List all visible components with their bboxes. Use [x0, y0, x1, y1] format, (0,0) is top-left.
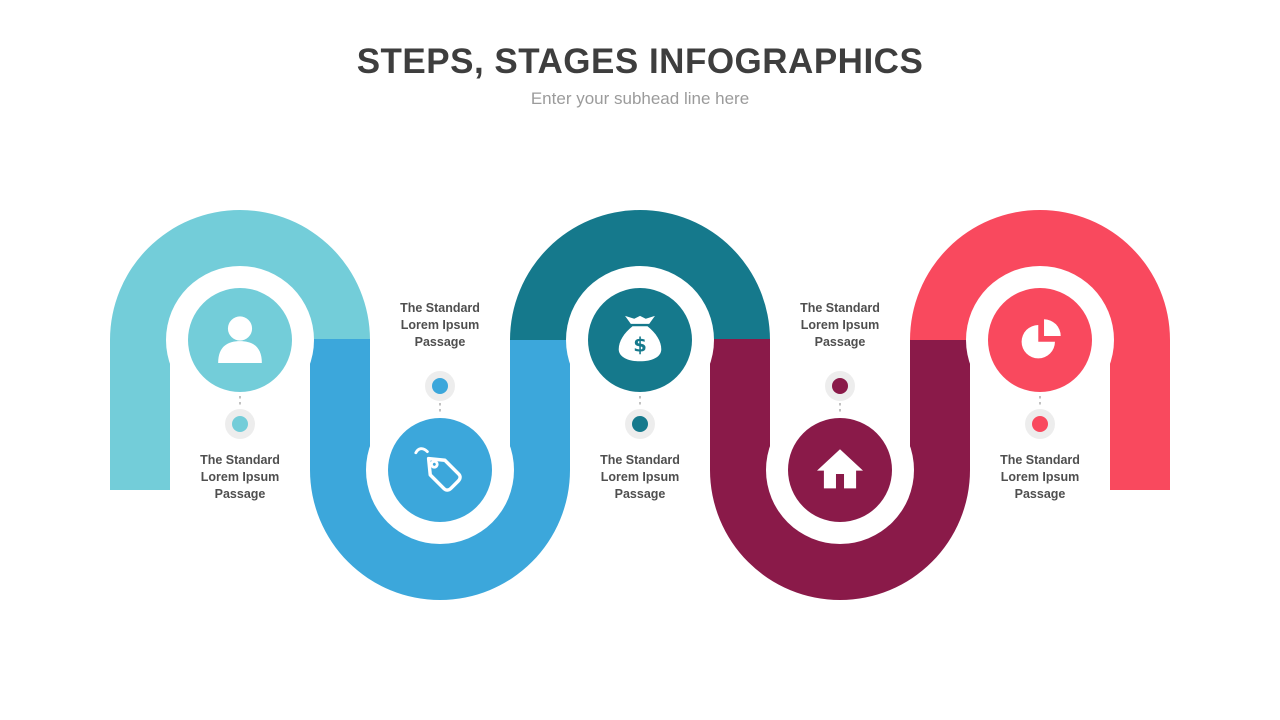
- arc-step-4: [710, 339, 970, 600]
- step-label-line: Lorem Ipsum: [400, 318, 480, 332]
- person-icon: [218, 316, 262, 363]
- step-label-line: Passage: [214, 487, 266, 501]
- step-label-line: Passage: [814, 335, 866, 349]
- arc-step-1: [110, 210, 370, 491]
- step-label-line: The Standard: [600, 453, 680, 467]
- arc-step-2: [310, 339, 570, 600]
- icon-circle: [388, 418, 492, 522]
- step-dot: [632, 416, 648, 432]
- step-label-line: The Standard: [400, 301, 480, 315]
- money-bag-icon: $: [618, 315, 662, 362]
- step-label-line: Passage: [614, 487, 666, 501]
- step-label-line: The Standard: [1000, 453, 1080, 467]
- page-subtitle: Enter your subhead line here: [530, 89, 750, 108]
- page-title: STEPS, STAGES INFOGRAPHICS: [356, 42, 924, 81]
- home-icon: [817, 449, 863, 489]
- svg-text:$: $: [633, 334, 647, 357]
- step-dot: [232, 416, 248, 432]
- price-tag-icon: [414, 447, 462, 492]
- step-label-line: The Standard: [200, 453, 280, 467]
- step-label-line: Lorem Ipsum: [800, 318, 880, 332]
- header: STEPS, STAGES INFOGRAPHICS Enter your su…: [0, 42, 1280, 109]
- step-dot: [832, 378, 848, 394]
- step-dot: [432, 378, 448, 394]
- step-label-line: Lorem Ipsum: [1000, 470, 1080, 484]
- step-dot: [1032, 416, 1048, 432]
- step-label-line: The Standard: [800, 301, 880, 315]
- pie-chart-icon: [1021, 319, 1061, 359]
- icon-circle: [988, 288, 1092, 392]
- arc-step-5: [910, 210, 1170, 490]
- step-label-line: Passage: [1014, 487, 1066, 501]
- step-label-line: Lorem Ipsum: [200, 470, 280, 484]
- step-label-line: Passage: [414, 335, 466, 349]
- step-label-line: Lorem Ipsum: [600, 470, 680, 484]
